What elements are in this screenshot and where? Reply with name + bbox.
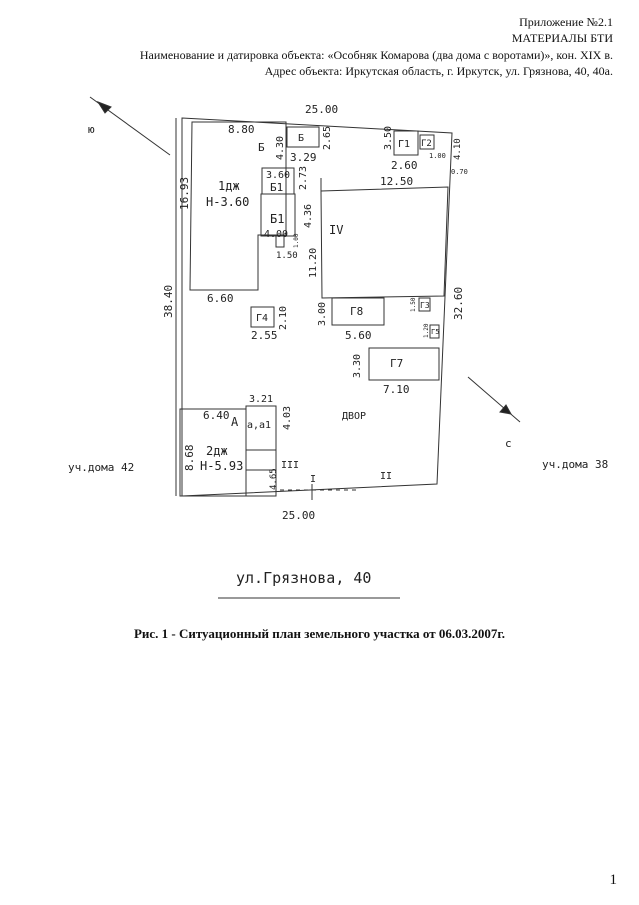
label-iv: IV bbox=[329, 223, 343, 237]
compass-north-label: ю bbox=[88, 123, 95, 136]
dim-11-20: 11.20 bbox=[308, 248, 319, 278]
garage-g2-outline bbox=[419, 134, 435, 150]
label-a-a1: а,а1 bbox=[247, 420, 271, 431]
label-b1-top: Б1 bbox=[270, 181, 283, 194]
building-iv-outline bbox=[320, 186, 449, 299]
dim-2-73: 2.73 bbox=[298, 166, 309, 190]
dim-1-20: 1.20 bbox=[423, 323, 430, 338]
dim-1-50: 1.50 bbox=[276, 251, 298, 261]
dim-7-10: 7.10 bbox=[383, 383, 410, 396]
house-1-outline bbox=[189, 121, 287, 291]
dim-5-60: 5.60 bbox=[345, 329, 372, 342]
label-g7: Г7 bbox=[390, 357, 403, 370]
dim-3-30: 3.30 bbox=[352, 354, 363, 378]
dim-0-70: 0.70 bbox=[451, 168, 468, 176]
dim-16-93: 16.93 bbox=[178, 177, 191, 210]
dim-6-40: 6.40 bbox=[203, 409, 230, 422]
compass-arrow-south-icon bbox=[499, 404, 512, 415]
label-a: А bbox=[231, 415, 239, 429]
house-1-name: 1дж bbox=[218, 179, 240, 193]
dim-4-00: 4.00 bbox=[264, 229, 288, 240]
label-g8: Г8 bbox=[350, 305, 363, 318]
house-1-height: Н-3.60 bbox=[206, 195, 249, 209]
dim-2-55: 2.55 bbox=[251, 329, 278, 342]
dim-8-68: 8.68 bbox=[183, 445, 196, 472]
street-label: ул.Грязнова, 40 bbox=[236, 569, 371, 587]
compass-line-south bbox=[467, 376, 521, 423]
materials-label: МАТЕРИАЛЫ БТИ bbox=[511, 31, 613, 45]
compass-south-label: с bbox=[505, 437, 512, 450]
garage-g7-outline bbox=[368, 347, 440, 381]
figure-caption: Рис. 1 - Ситуационный план земельного уч… bbox=[133, 626, 506, 641]
label-iii: III bbox=[281, 460, 299, 471]
object-address: Адрес объекта: Иркутская область, г. Ирк… bbox=[264, 64, 613, 78]
garage-g8-outline bbox=[331, 297, 385, 326]
dim-3-21: 3.21 bbox=[249, 394, 273, 405]
compass-arrow-north-icon bbox=[96, 100, 112, 114]
dim-3-00: 3.00 bbox=[317, 302, 328, 326]
object-name: Наименование и датировка объекта: «Особн… bbox=[139, 48, 613, 62]
label-g1: Г1 bbox=[398, 139, 410, 150]
dim-2-65: 2.65 bbox=[322, 126, 333, 150]
dim-4-10: 4.10 bbox=[453, 138, 463, 160]
width-top-label: 25.00 bbox=[305, 103, 338, 116]
house-2-name: 2дж bbox=[206, 444, 228, 458]
lot-boundary bbox=[181, 117, 453, 497]
dim-3-29: 3.29 bbox=[290, 151, 317, 164]
length-left-label: 38.40 bbox=[162, 285, 175, 318]
dim-1-00: 1.00 bbox=[429, 152, 446, 160]
label-yard: ДВОР bbox=[342, 411, 366, 422]
dim-12-50: 12.50 bbox=[380, 175, 413, 188]
dim-4-30: 4.30 bbox=[275, 136, 286, 160]
neighbor-left-label: уч.дома 42 bbox=[68, 461, 134, 474]
dim-3-60: 3.60 bbox=[266, 170, 290, 181]
dim-2-60: 2.60 bbox=[391, 159, 418, 172]
appendix-label: Приложение №2.1 bbox=[519, 15, 613, 29]
garage-g3-outline bbox=[418, 297, 431, 312]
dim-6-60: 6.60 bbox=[207, 292, 234, 305]
length-right-label: 32.60 bbox=[452, 287, 465, 320]
page-number: 1 bbox=[609, 872, 618, 888]
house-2-height: Н-5.93 bbox=[200, 459, 243, 473]
dim-4-36: 4.36 bbox=[303, 204, 314, 228]
label-g3: Г3 bbox=[420, 301, 430, 310]
dim-4-03: 4.03 bbox=[282, 406, 293, 430]
dim-4-65: 4.65 bbox=[269, 468, 279, 490]
annex-lower-outline bbox=[245, 449, 277, 497]
garage-g1-outline bbox=[393, 130, 419, 156]
dim-1-50b: 1.50 bbox=[410, 297, 417, 312]
annex-small-outline bbox=[275, 235, 285, 248]
dim-3-50: 3.50 bbox=[383, 126, 394, 150]
neighbor-right-label: уч.дома 38 bbox=[542, 458, 608, 471]
label-b: Б bbox=[258, 141, 265, 154]
garage-g4-outline bbox=[250, 306, 275, 328]
label-b1: Б1 bbox=[270, 212, 284, 226]
label-g5: Г5 bbox=[431, 328, 439, 336]
label-b-small: Б bbox=[298, 133, 304, 144]
dim-8-80: 8.80 bbox=[228, 123, 255, 136]
garage-g5-outline bbox=[429, 324, 440, 339]
label-g2: Г2 bbox=[421, 139, 432, 149]
dim-1-00b: 1.00 bbox=[293, 233, 300, 248]
dim-2-10: 2.10 bbox=[278, 306, 289, 330]
label-i: I bbox=[310, 474, 316, 485]
width-bottom-label: 25.00 bbox=[282, 509, 315, 522]
label-ii: II bbox=[380, 471, 392, 482]
label-g4: Г4 bbox=[256, 313, 268, 324]
site-plan: ю с 25.00 25.00 38.40 32.60 8.80 Б 4.30 … bbox=[68, 96, 608, 599]
